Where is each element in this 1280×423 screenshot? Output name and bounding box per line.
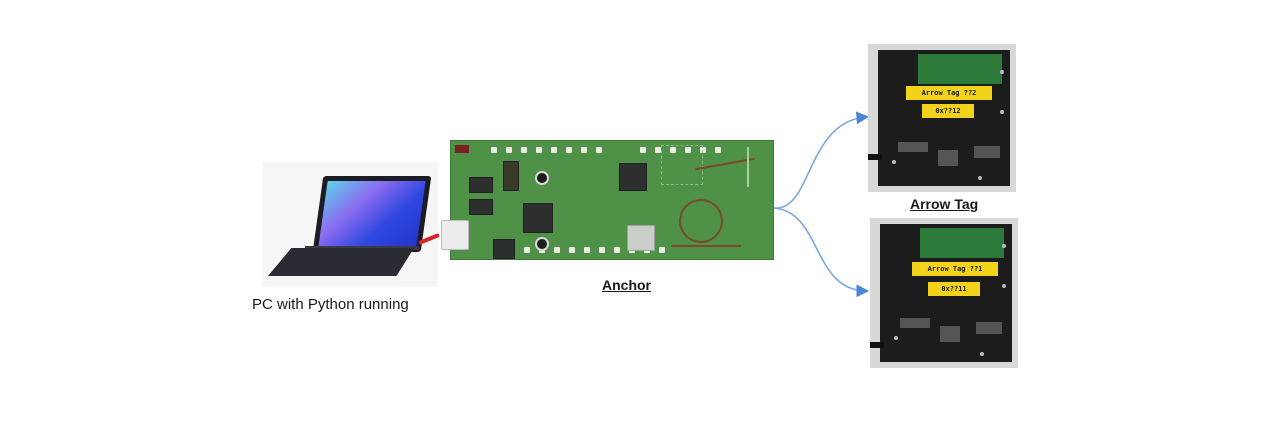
antenna-trace — [671, 245, 741, 247]
pin-header-top — [491, 147, 721, 153]
regulator-chip — [469, 177, 493, 193]
anchor-label: Anchor — [602, 277, 651, 293]
push-button — [535, 237, 549, 251]
arrow-tag-1-photo: Arrow Tag ??2 0x??12 — [868, 44, 1016, 192]
antenna-trace — [679, 199, 723, 243]
arrow-tag-label: Arrow Tag — [910, 196, 979, 212]
usb-connector — [441, 220, 469, 250]
arrow-to-tag-2 — [773, 207, 870, 298]
rf-shield — [627, 225, 655, 251]
tag-antenna — [918, 54, 1002, 84]
tag-sticker-id: 0x??11 — [928, 282, 980, 296]
uwb-chip — [619, 163, 647, 191]
push-button — [535, 171, 549, 185]
arrow-to-tag-1 — [773, 111, 870, 209]
inductor — [493, 239, 515, 259]
regulator-chip — [469, 199, 493, 215]
tag-sticker-name: Arrow Tag ??1 — [912, 262, 998, 276]
pc-label: PC with Python running — [252, 296, 409, 313]
tag-sticker-id: 0x??12 — [922, 104, 974, 118]
jumper-header — [503, 161, 519, 191]
tag-antenna — [920, 228, 1004, 258]
silkscreen-area — [661, 145, 703, 185]
tag-sticker-name: Arrow Tag ??2 — [906, 86, 992, 100]
tag-board — [868, 50, 1010, 186]
anchor-board — [450, 140, 774, 260]
laptop-keyboard-base — [268, 248, 414, 276]
arrow-tag-2-photo: Arrow Tag ??1 0x??11 — [870, 218, 1018, 368]
silkscreen-text — [747, 147, 749, 187]
mcu-chip — [523, 203, 553, 233]
